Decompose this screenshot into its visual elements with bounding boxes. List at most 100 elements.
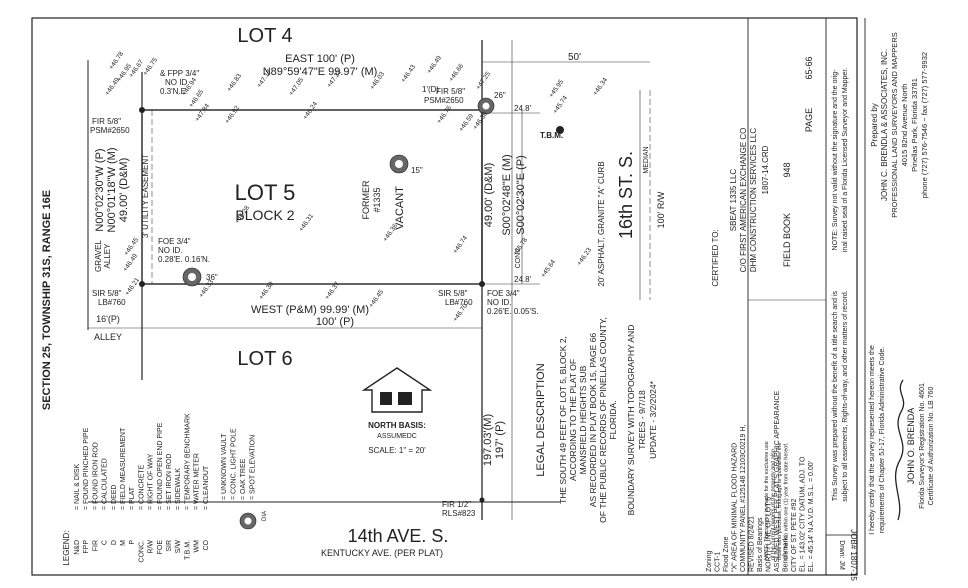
legend-meaning: = PLAT	[129, 486, 136, 510]
corner-fir-s-line1: FIR 1/2"	[442, 500, 471, 509]
fir-south-marker	[479, 497, 485, 503]
spot-elevation: +46.74	[452, 234, 469, 255]
west-line-b: N00°01'18"W (M)	[106, 148, 118, 233]
corner-fir-nw-line2: PSM#2650	[90, 126, 130, 135]
legend-abbrev: FIR	[92, 540, 99, 551]
certify-line2: requirements of Chapter 5J-17, Florida A…	[879, 347, 886, 533]
west-line-c: 49.00' (D&M)	[118, 158, 130, 222]
corner-foe-w-line2: NO ID.	[158, 246, 182, 255]
flood-zoning-line: Benchmark:	[783, 535, 790, 572]
firm-phone: phone (727) 576-7546 ~ fax (727) 577-993…	[920, 52, 929, 198]
sheet-border	[31, 17, 858, 576]
note-line: of the current owners of the property an…	[771, 449, 777, 560]
oak-tree-icon	[239, 512, 257, 530]
firm-sub: PROFESSIONAL LAND SURVEYORS AND MAPPERS	[890, 32, 899, 217]
legal-line: AS RECORDED IN PLAT BOOK 15, PAGE 66	[588, 333, 598, 508]
north-basis-value: ASSUMEDC	[377, 433, 417, 440]
spot-elevation: +46.45	[368, 288, 385, 309]
legal-line: OF THE PUBLIC RECORDS OF PINELLAS COUNTY…	[598, 317, 608, 523]
alley-width-label: 16'(P)	[96, 314, 120, 324]
legend-meaning: = DEED	[111, 485, 118, 510]
corner-fir-ne-line2: PSM#2650	[424, 96, 464, 105]
legend-symbol-meaning: = OAK TREE	[240, 458, 247, 500]
firm-addr1: 4015 82nd Avenue North	[900, 84, 909, 167]
page-label: PAGE	[804, 108, 814, 132]
corner-sir-sw-line1: SIR 5/8"	[92, 289, 122, 298]
tree-36-label: 36"	[206, 273, 218, 282]
surveyor-signature	[895, 379, 905, 521]
legend-dia-label: DIA	[262, 511, 268, 521]
legal-title: LEGAL DESCRIPTION	[535, 363, 547, 476]
firm-prepared: Prepared by	[870, 103, 879, 147]
corner-sir-se-line1: SIR 5/8"	[438, 289, 468, 298]
spot-elevation: +46.31	[298, 212, 315, 233]
tbm-label: T.B.M.	[540, 131, 563, 140]
note-line: title thereto within one (1) year from d…	[784, 442, 790, 560]
legend-abbrev: FOE	[157, 540, 164, 555]
corner-foe-w-line3: 0.28'E. 0.16'N.	[158, 255, 210, 264]
west-line-a: N00°02'30"W (P)	[94, 148, 106, 231]
surveyor-reg: Florida Surveyor's Registration No. 4601	[919, 383, 926, 509]
south-dim-label: 24.8'	[514, 275, 532, 284]
flood-zoning-line: Flood Zone	[723, 536, 730, 572]
legend-title: LEGEND:	[62, 530, 71, 565]
street-south-alt: KENTUCKY AVE. (PER PLAT)	[321, 548, 443, 558]
spot-elevation: +47.17	[256, 68, 273, 89]
legend-abbrev: P	[129, 540, 136, 545]
legend-abbrev: SIR	[166, 540, 173, 552]
row-label: 100' R/W	[656, 191, 666, 228]
south-line-plat: 100' (P)	[316, 316, 354, 328]
certified-line: SBEAT 1335 LLC	[729, 169, 738, 232]
legend-symbol-meaning: = CONC. LIGHT POLE	[231, 428, 238, 500]
legend-abbrev: R/W	[148, 540, 155, 554]
spot-elevation: +46.43	[400, 63, 417, 84]
alley-label: ALLEY	[94, 332, 122, 342]
oak-tree-icon	[182, 267, 202, 287]
spot-elevation: +46.36	[472, 110, 489, 131]
corner-foe-e-line3: 0.26'E. 0.05'S.	[487, 307, 539, 316]
spot-elevation: +46.49	[122, 252, 139, 273]
corner-sw-marker	[139, 281, 145, 287]
median-label: MEDIAN	[643, 146, 650, 173]
field-book-number: 948	[782, 162, 792, 177]
legend-meaning: = FIELD MEASUREMENT	[120, 427, 127, 510]
north-basis-title: NORTH BASIS:	[368, 421, 426, 430]
certified-line: DHM CONSTRUCTION SERVICES LLC	[749, 128, 758, 273]
certify-line1: I hereby certify that the survey represe…	[869, 345, 876, 535]
certified-title: CERTIFIED TO:	[711, 229, 720, 286]
oak-tree-icon	[477, 97, 495, 115]
distance-197-p: 197' (P)	[494, 421, 506, 459]
spot-elevation: +46.33	[198, 278, 215, 299]
flood-zoning-line: NORTH LINE OF LOT 6	[766, 497, 773, 572]
legend-meaning: = CALCULATED	[102, 458, 109, 510]
corner-fpp-line1: & FPP 3/4"	[160, 69, 199, 78]
spot-elevation: +47.25	[475, 70, 492, 91]
surveyor-name: JOHN O. BRENDA	[906, 408, 916, 485]
legend-meaning: = WATER METER	[194, 453, 201, 510]
legend-abbrev: T.B.M.	[184, 540, 191, 560]
drwn-label: Drwn: JM	[838, 540, 845, 570]
distance-197-m: 197.03'(M)	[482, 414, 494, 466]
corner-nw-marker	[139, 107, 145, 113]
spot-elevation: +46.92	[224, 104, 241, 125]
legend-abbrev: WM	[194, 540, 201, 553]
spot-elevation: +46.83	[226, 72, 243, 93]
flood-zoning-line: EL. = 45.14' N.A.V.D. M.S.L. = 0.00'	[808, 461, 815, 572]
spot-elevation: +46.24	[302, 100, 319, 121]
south-line-measured: WEST (P&M) 99.99' (M)	[251, 304, 369, 316]
one-foot-label: 1'(D)	[422, 85, 439, 94]
spot-elevation: +46.75	[142, 56, 159, 77]
note-exclusive-use: NOTE: This survey is made for the exclus…	[764, 441, 790, 560]
seal-note-line2: inal raised seal of a Florida Licensed S…	[842, 68, 849, 252]
easement-label: 3' UTILITY EASEMENT	[141, 154, 150, 238]
corner-fir-ne-line1: FIR 5/8"	[436, 87, 465, 96]
spot-elevation: +46.21	[124, 276, 141, 297]
spot-elevation: +46.34	[592, 76, 609, 97]
certified-line: C/O FIRST AMERICAN EXCHANGE CO	[739, 128, 748, 273]
legend-meaning: = CLEANOUT	[203, 465, 210, 510]
legend-abbrev: N&D	[74, 540, 81, 555]
spot-elevation: +46.66	[448, 62, 465, 83]
legal-line: ACCORDING TO THE PLAT OF	[568, 359, 578, 481]
street-east-name: 16th ST. S.	[616, 151, 636, 239]
